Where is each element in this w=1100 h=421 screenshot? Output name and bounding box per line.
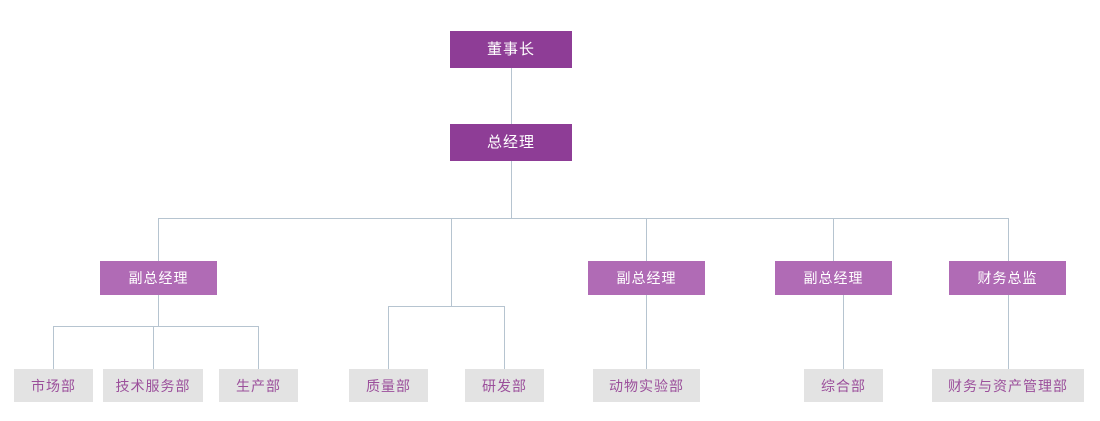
node-market-dept-label: 市场部: [31, 377, 76, 394]
connector-to-finance-asset-dept: [1008, 295, 1009, 369]
connector-to-market-dept: [53, 326, 54, 369]
node-deputy-gm-3[interactable]: 副总经理: [775, 261, 892, 295]
node-deputy-gm-1-label: 副总经理: [128, 270, 189, 286]
node-animal-lab-dept[interactable]: 动物实验部: [593, 369, 700, 402]
connector-deputy-gm-1-bar: [53, 326, 259, 327]
node-finance-asset-dept-label: 财务与资产管理部: [948, 377, 1068, 394]
node-production-dept[interactable]: 生产部: [219, 369, 298, 402]
node-general-affairs-dept-label: 综合部: [821, 377, 866, 394]
connector-deputy-gm-1-stem: [158, 295, 159, 326]
node-general-manager-label: 总经理: [486, 134, 535, 151]
node-finance-director-label: 财务总监: [977, 270, 1038, 286]
node-general-affairs-dept[interactable]: 综合部: [804, 369, 883, 402]
connector-to-tech-service-dept: [153, 326, 154, 369]
connector-to-general-affairs-dept: [843, 295, 844, 369]
connector-to-rd-dept: [504, 306, 505, 369]
connector-main-bar: [158, 218, 1009, 219]
connector-bar-to-deputy-gm-3: [833, 218, 834, 261]
connector-bar-to-finance-director: [1008, 218, 1009, 261]
node-general-manager[interactable]: 总经理: [450, 124, 572, 161]
node-tech-service-dept[interactable]: 技术服务部: [103, 369, 203, 402]
node-chairman-label: 董事长: [486, 41, 535, 58]
node-rd-dept[interactable]: 研发部: [465, 369, 544, 402]
node-deputy-gm-2-label: 副总经理: [616, 270, 677, 286]
connector-bar-to-deputy-gm-2: [646, 218, 647, 261]
connector-to-animal-lab-dept: [646, 295, 647, 369]
node-quality-dept-label: 质量部: [366, 377, 411, 394]
connector-quality-rd-bar: [388, 306, 505, 307]
node-deputy-gm-1[interactable]: 副总经理: [100, 261, 217, 295]
connector-gm-to-bar: [511, 161, 512, 218]
node-quality-dept[interactable]: 质量部: [349, 369, 428, 402]
node-finance-asset-dept[interactable]: 财务与资产管理部: [932, 369, 1084, 402]
node-animal-lab-dept-label: 动物实验部: [609, 377, 684, 394]
connector-to-production-dept: [258, 326, 259, 369]
connector-chairman-to-gm: [511, 68, 512, 124]
node-deputy-gm-3-label: 副总经理: [803, 270, 864, 286]
node-market-dept[interactable]: 市场部: [14, 369, 93, 402]
connector-to-quality-dept: [388, 306, 389, 369]
node-chairman[interactable]: 董事长: [450, 31, 572, 68]
node-rd-dept-label: 研发部: [482, 377, 527, 394]
connector-bar-to-quality-rd-group: [451, 218, 452, 306]
node-tech-service-dept-label: 技术服务部: [115, 377, 191, 394]
connector-bar-to-deputy-gm-1: [158, 218, 159, 261]
node-deputy-gm-2[interactable]: 副总经理: [588, 261, 705, 295]
node-production-dept-label: 生产部: [236, 377, 281, 394]
node-finance-director[interactable]: 财务总监: [949, 261, 1066, 295]
